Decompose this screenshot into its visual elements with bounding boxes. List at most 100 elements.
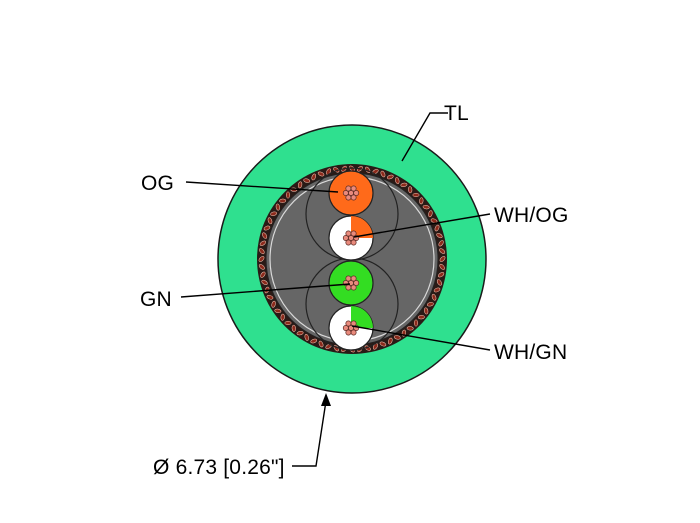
braid-strand bbox=[439, 263, 445, 270]
braid-strand bbox=[263, 225, 271, 231]
braid-strand bbox=[274, 308, 282, 314]
braid-strand bbox=[317, 171, 325, 177]
braid-strand bbox=[413, 319, 419, 327]
braid-strand bbox=[417, 315, 425, 320]
braid-strand bbox=[400, 182, 408, 187]
braid-strand bbox=[311, 173, 317, 181]
braid-strand bbox=[408, 186, 413, 194]
copper-strand bbox=[342, 325, 349, 331]
label-gn: GN bbox=[140, 288, 172, 311]
braid-strand bbox=[275, 203, 280, 211]
braid-strand bbox=[285, 191, 291, 199]
braid-strand bbox=[406, 326, 414, 331]
leader-diameter bbox=[292, 400, 327, 467]
braid-strand bbox=[430, 218, 438, 224]
braid-strand bbox=[267, 217, 273, 225]
leader-wh-gn bbox=[351, 325, 491, 351]
braid-strand bbox=[279, 198, 287, 203]
braid-strand bbox=[262, 232, 268, 239]
braid-strand bbox=[439, 256, 446, 262]
leader-gn bbox=[180, 283, 351, 298]
arrowhead-diameter bbox=[321, 393, 331, 406]
copper-strand bbox=[345, 194, 352, 201]
braid-strand bbox=[380, 170, 386, 178]
conductor-gn bbox=[328, 260, 374, 306]
braid-strand bbox=[387, 337, 393, 345]
braid-strand bbox=[303, 178, 311, 183]
braid-strand bbox=[284, 320, 292, 326]
stripe-green bbox=[351, 306, 373, 328]
braid-strand bbox=[326, 168, 332, 175]
copper-strand bbox=[353, 190, 360, 196]
leader-tl bbox=[401, 112, 448, 162]
copper-strand bbox=[345, 239, 352, 246]
copper-strand bbox=[353, 280, 360, 286]
copper-strands bbox=[342, 230, 360, 246]
copper-strand bbox=[350, 239, 357, 246]
braid-strand bbox=[395, 177, 400, 184]
braid-strand bbox=[424, 307, 429, 315]
braid-strand bbox=[266, 294, 274, 300]
braid-strand bbox=[422, 204, 430, 210]
copper-strand bbox=[350, 185, 357, 192]
braid-strand bbox=[431, 293, 437, 301]
copper-strand bbox=[345, 230, 352, 237]
braid-strand bbox=[433, 287, 441, 293]
braid-strand bbox=[258, 256, 265, 262]
braid-strand bbox=[318, 340, 324, 348]
braid-strand bbox=[439, 248, 446, 254]
copper-strands bbox=[342, 185, 360, 201]
label-diameter: Ø 6.73 [0.26"] bbox=[153, 456, 285, 479]
copper-strand bbox=[350, 320, 357, 327]
copper-strands bbox=[342, 320, 360, 336]
braid-strand bbox=[419, 197, 424, 205]
copper-strand bbox=[342, 235, 349, 241]
braid-strand bbox=[258, 264, 265, 270]
braid-strand bbox=[427, 302, 434, 307]
copper-strand bbox=[350, 284, 357, 291]
copper-strand bbox=[342, 190, 349, 196]
copper-strands bbox=[342, 275, 360, 291]
copper-strand bbox=[345, 284, 352, 291]
copper-strand bbox=[345, 185, 352, 192]
label-wh-gn: WH/GN bbox=[494, 341, 567, 364]
label-jacket-tl: TL bbox=[444, 102, 469, 125]
braid-strand bbox=[434, 224, 440, 232]
braid-strand bbox=[379, 341, 387, 347]
copper-strand bbox=[345, 275, 352, 282]
braid-strand bbox=[259, 248, 265, 255]
braid-strand bbox=[270, 211, 277, 216]
copper-strand bbox=[345, 329, 352, 336]
braid-strand bbox=[280, 313, 285, 321]
label-og: OG bbox=[141, 172, 174, 195]
braid-strand bbox=[438, 240, 444, 247]
copper-strand bbox=[350, 194, 357, 201]
braid-strand bbox=[393, 335, 401, 340]
braid-strand bbox=[271, 300, 276, 308]
braid-strand bbox=[296, 331, 304, 336]
conductor-wh-og bbox=[328, 215, 374, 261]
braid-strand bbox=[259, 240, 266, 246]
copper-strand bbox=[350, 275, 357, 282]
braid-strand bbox=[436, 279, 442, 286]
copper-strand bbox=[350, 329, 357, 336]
leader-og bbox=[185, 181, 339, 193]
braid-strand bbox=[261, 279, 268, 285]
braid-strand bbox=[310, 338, 318, 344]
braid-strand bbox=[297, 181, 303, 189]
stripe-orange bbox=[351, 216, 373, 238]
braid-strand bbox=[386, 174, 394, 180]
braid-strand bbox=[304, 334, 309, 341]
label-wh-og: WH/OG bbox=[494, 204, 569, 227]
copper-strand bbox=[345, 320, 352, 327]
conductor-wh-gn bbox=[328, 305, 374, 351]
braid-strand bbox=[260, 271, 266, 278]
braid-strand bbox=[428, 210, 433, 218]
leader-wh-og bbox=[353, 213, 491, 238]
braid-strand bbox=[412, 192, 420, 198]
leader-lines bbox=[180, 112, 491, 467]
braid-strand bbox=[291, 324, 296, 332]
braid-strand bbox=[436, 233, 443, 239]
